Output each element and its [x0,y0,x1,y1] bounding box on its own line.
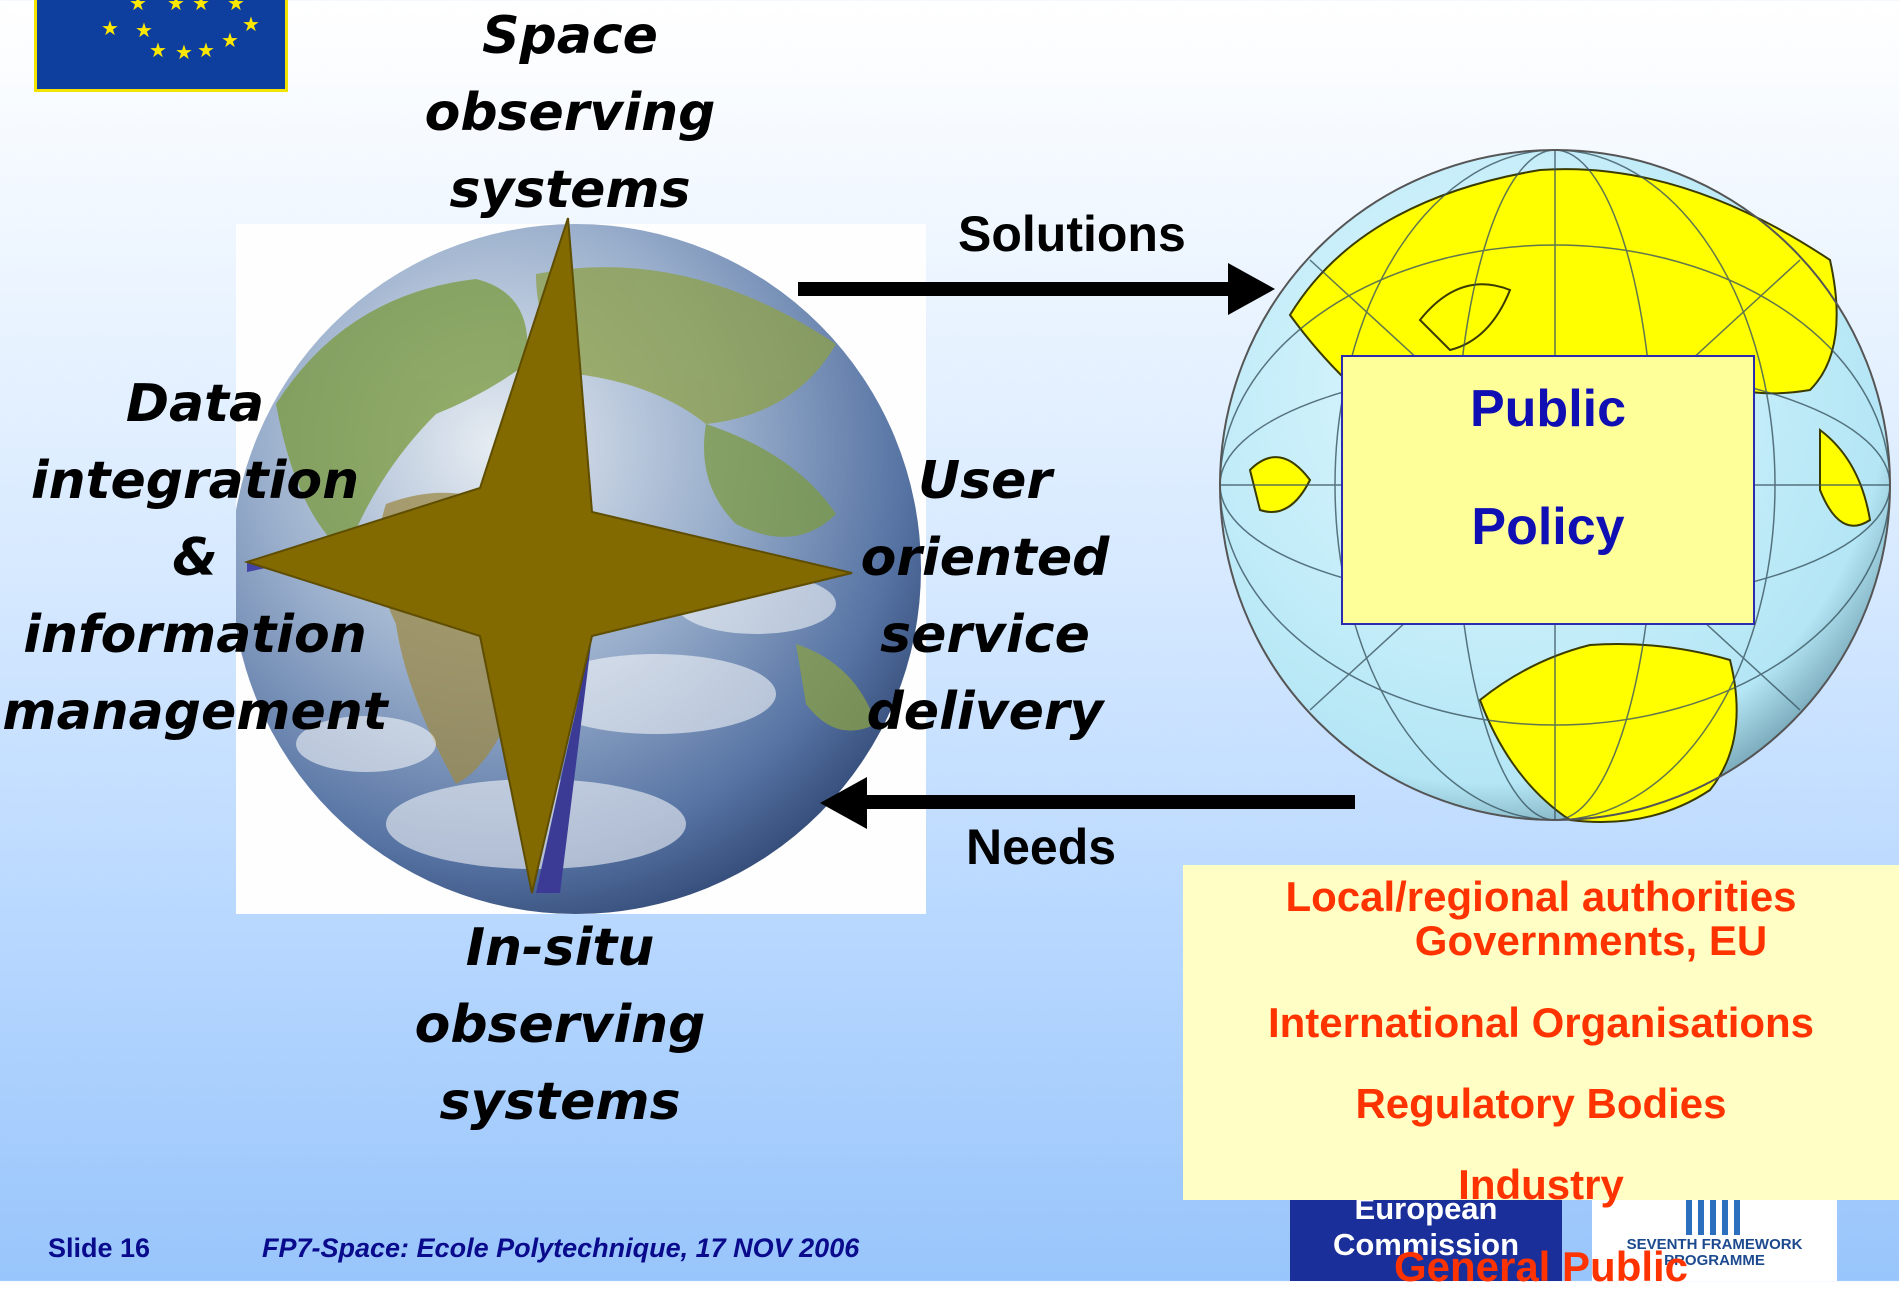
stakeholder-international: International Organisations [1267,999,1815,1046]
ec-line-2: Commission [1332,1227,1520,1262]
public-policy-box: Public Policy [1341,355,1755,625]
stakeholders-box [1183,865,1899,1200]
svg-text:★: ★ [129,0,147,15]
svg-text:★: ★ [192,0,210,15]
stakeholder-industry: Industry [1458,1161,1624,1208]
policy-line-2: Policy [1471,498,1625,556]
slide-number: Slide 16 [48,1233,151,1263]
svg-text:★: ★ [101,16,119,40]
user-oriented-label: User oriented service delivery [860,451,1110,742]
solutions-arrow [798,263,1275,315]
eu-flag-logo: ★★★★ ★★★ ★★★★ [34,0,288,92]
fp7-stripes-icon [1686,1195,1740,1235]
footer-caption: FP7-Space: Ecole Polytechnique, 17 NOV 2… [262,1233,860,1263]
svg-text:★: ★ [221,28,239,52]
fp7-line-1: SEVENTH FRAMEWORK [1626,1236,1803,1253]
svg-text:★: ★ [197,38,215,62]
stakeholder-general-public: General Public [1393,1243,1689,1290]
data-integration-label: Data integration & information managemen… [2,374,388,742]
fp7-logo: SEVENTH FRAMEWORK PROGRAMME [1592,1195,1837,1281]
svg-text:★: ★ [135,18,153,42]
solutions-label: Solutions [958,206,1186,262]
fp7-line-2: PROGRAMME [1664,1252,1765,1269]
svg-text:★: ★ [149,38,167,62]
needs-label: Needs [966,819,1117,875]
svg-text:★: ★ [227,0,245,15]
compass-star [243,217,853,894]
svg-text:★: ★ [167,0,185,15]
globe-land [1248,168,1872,823]
stakeholder-local: Local/regional authorities [1285,873,1797,920]
star-face [243,217,853,894]
stakeholder-regulatory: Regulatory Bodies [1355,1080,1727,1127]
stakeholder-governments: Governments, EU [1414,917,1768,964]
needs-arrow [820,777,1355,829]
svg-text:★: ★ [175,40,193,64]
space-observing-label: Space observing systems [424,6,716,220]
policy-line-1: Public [1469,380,1627,438]
in-situ-label: In-situ observing systems [414,918,706,1132]
svg-text:★: ★ [242,12,260,36]
